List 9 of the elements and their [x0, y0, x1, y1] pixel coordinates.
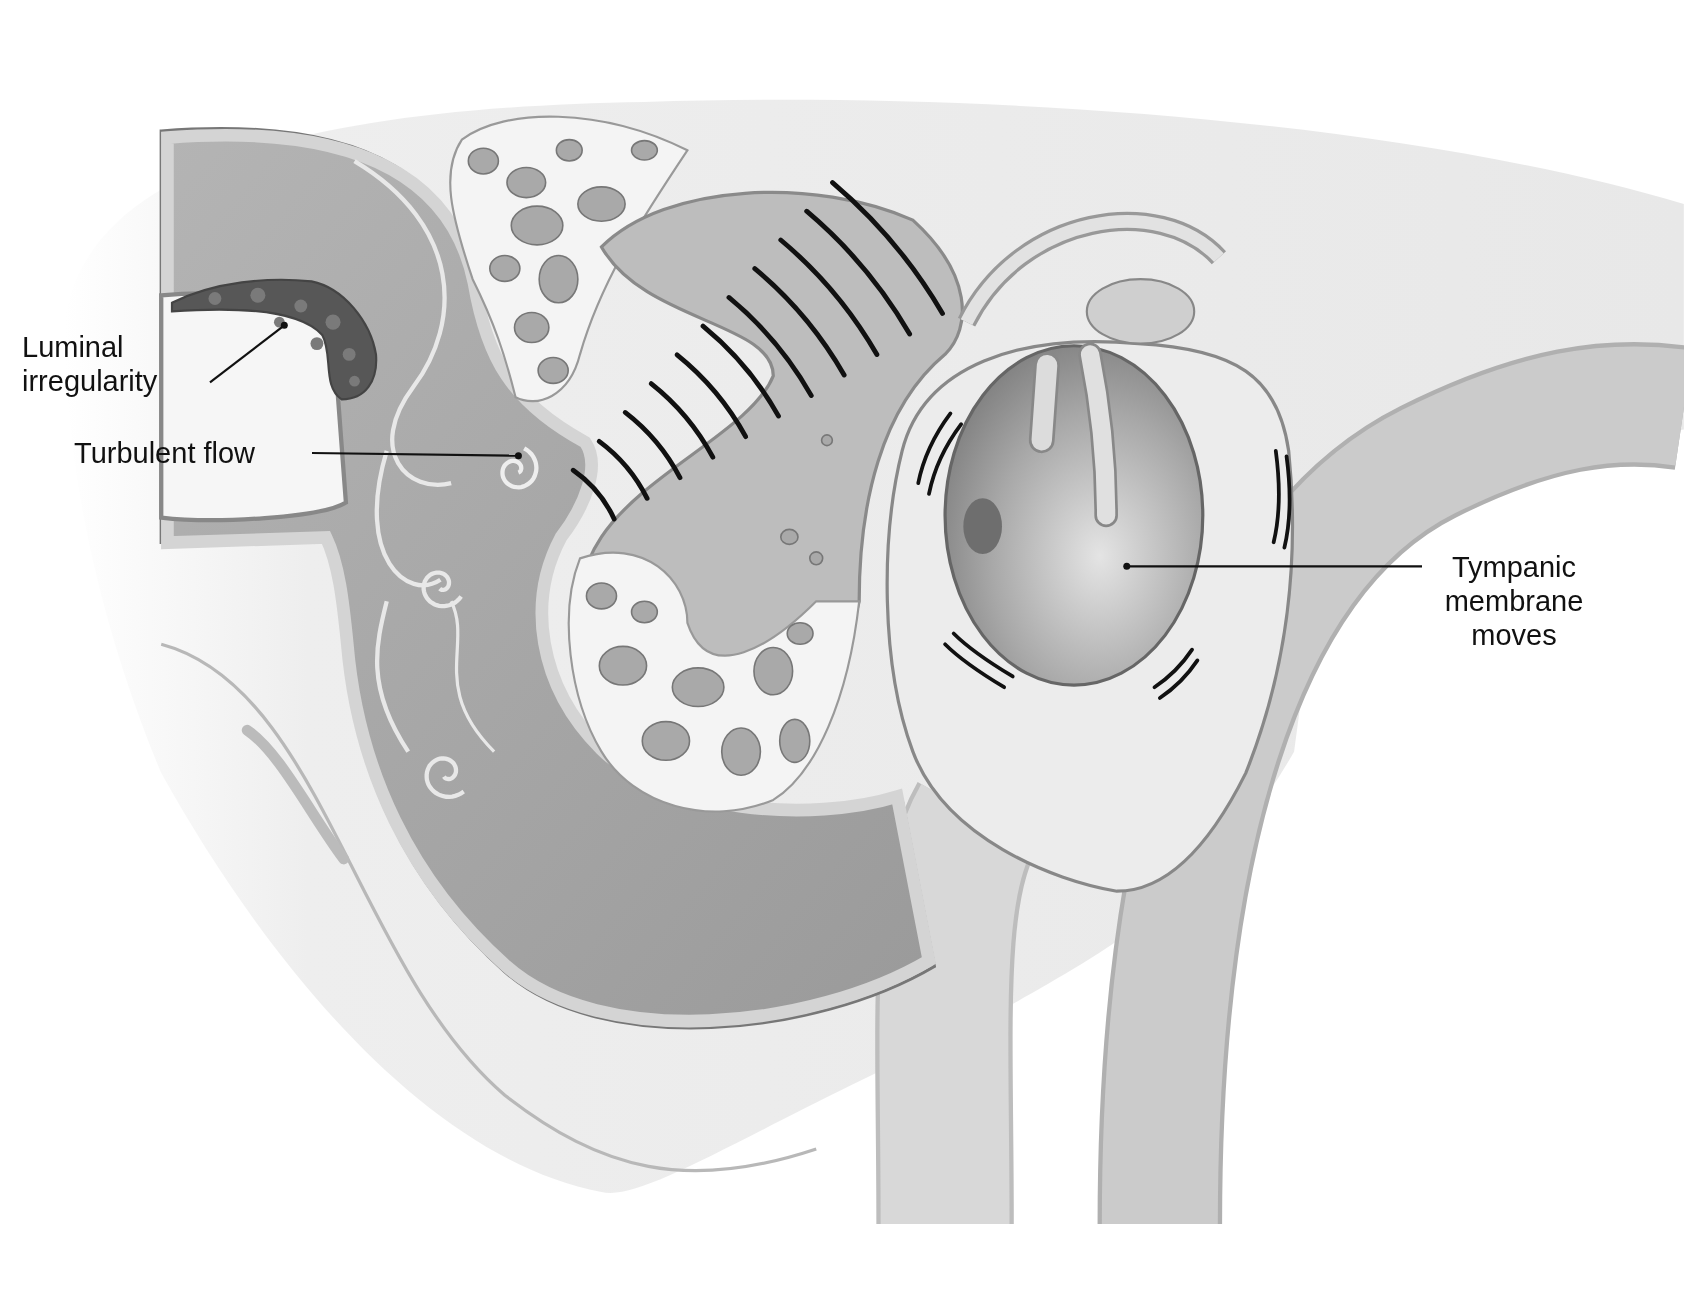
leader-line	[209, 321, 288, 384]
callout-label: Tympanic membrane moves	[1428, 550, 1600, 652]
leader-line	[312, 451, 522, 460]
leader-line	[1123, 562, 1422, 570]
vortex-drawing	[500, 446, 539, 490]
callout-label: Luminal irregularity	[22, 330, 202, 398]
eardrum-drawing	[943, 342, 1205, 687]
plaque-drawing	[170, 278, 378, 401]
callout-label: Turbulent flow	[74, 436, 304, 470]
